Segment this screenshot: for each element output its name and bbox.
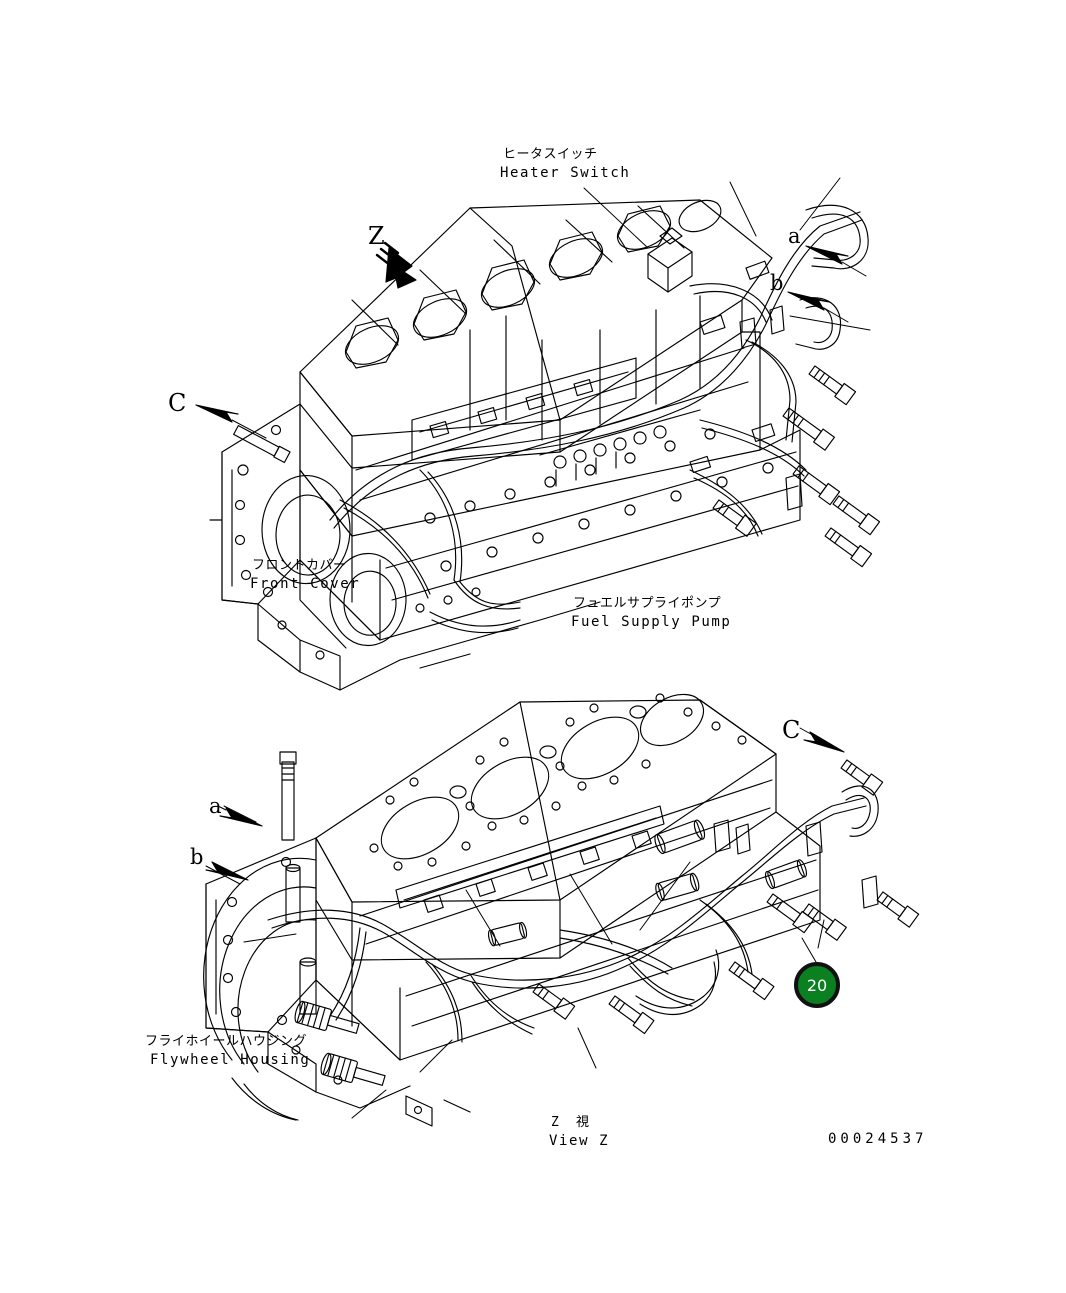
label-heater-switch-jp: ヒータスイッチ	[503, 147, 598, 162]
callout-a-lower: a	[209, 794, 222, 818]
part-callout-badge-20[interactable]: 20	[794, 962, 840, 1008]
z-arrow	[375, 241, 417, 289]
label-fuel-supply-pump-jp: フュエルサプライポンプ	[573, 596, 722, 611]
label-heater-switch-en: Heater Switch	[500, 165, 631, 181]
callout-b-lower: b	[190, 845, 204, 869]
upper-engine-view	[209, 177, 881, 691]
drawing-number: 00024537	[828, 1131, 928, 1147]
callout-z-top: Z	[368, 222, 385, 250]
bolt-group-lower	[532, 759, 920, 1035]
label-flywheel-housing-jp: フライホイールハウジング	[145, 1034, 308, 1049]
callout-b-upper: b	[770, 271, 784, 295]
callout-a-upper: a	[788, 224, 801, 248]
label-fuel-supply-pump-en: Fuel Supply Pump	[571, 614, 732, 630]
callout-c-lower: C	[782, 716, 801, 744]
long-bolt-left	[279, 751, 297, 841]
label-flywheel-housing-en: Flywheel Housing	[150, 1052, 311, 1068]
label-front-cover-jp: フロントカバー	[252, 558, 347, 573]
view-label-en: View Z	[549, 1133, 610, 1149]
callout-arrows	[195, 241, 867, 949]
view-label-jp: Z 視	[551, 1115, 590, 1130]
lower-engine-view	[203, 693, 920, 1127]
bolt-group-upper	[712, 365, 881, 568]
stud-b	[299, 957, 317, 1015]
callout-c-upper: C	[168, 389, 187, 417]
label-front-cover-en: Front Cover	[250, 576, 361, 592]
